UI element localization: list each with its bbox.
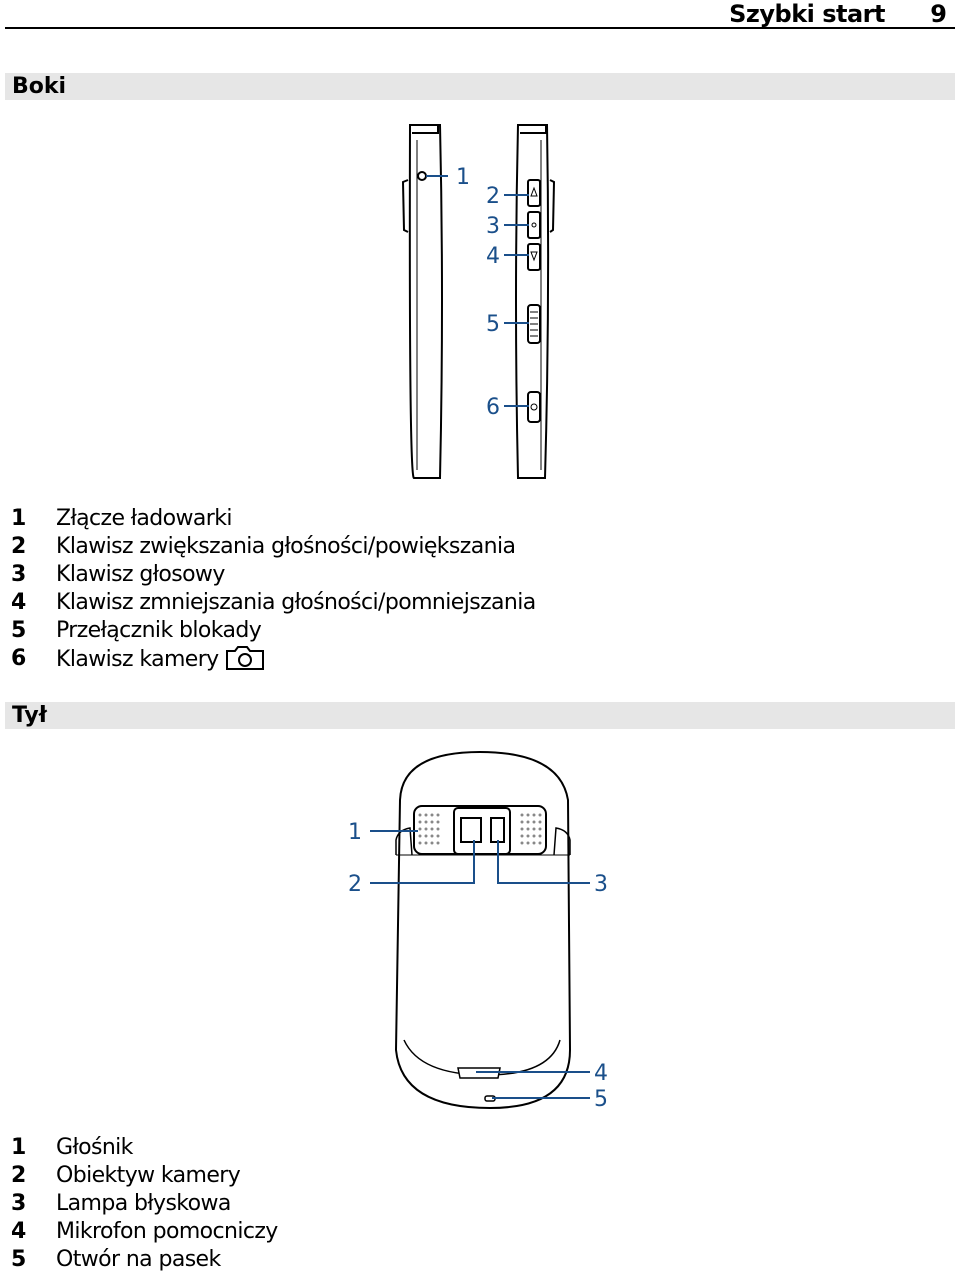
callout-side-6: 6	[486, 395, 500, 420]
phone-left-side	[401, 124, 443, 480]
callout-back-2: 2	[348, 872, 362, 897]
callout-back-5: 5	[594, 1087, 608, 1112]
camera-icon	[225, 646, 264, 670]
callout-back-1: 1	[348, 820, 362, 845]
back-view-diagram: 1 2 3 4 5	[348, 750, 608, 1112]
page-number: 9	[930, 0, 947, 28]
section-title-sides: Boki	[5, 73, 955, 100]
phone-right-side	[515, 124, 556, 479]
callout-side-3: 3	[486, 214, 500, 239]
callout-back-3: 3	[594, 872, 608, 897]
page-header: Szybki start 9	[5, 0, 955, 29]
callout-side-4: 4	[486, 244, 500, 269]
side-view-diagram: 1 2 3 4 5 6	[401, 124, 556, 480]
callout-side-2: 2	[486, 184, 500, 209]
chapter-title: Szybki start	[729, 0, 885, 28]
callout-side-1: 1	[456, 165, 470, 190]
callout-back-4: 4	[594, 1061, 608, 1086]
phone-back	[394, 750, 572, 1110]
callout-side-5: 5	[486, 312, 500, 337]
section-title-back: Tył	[5, 702, 955, 729]
